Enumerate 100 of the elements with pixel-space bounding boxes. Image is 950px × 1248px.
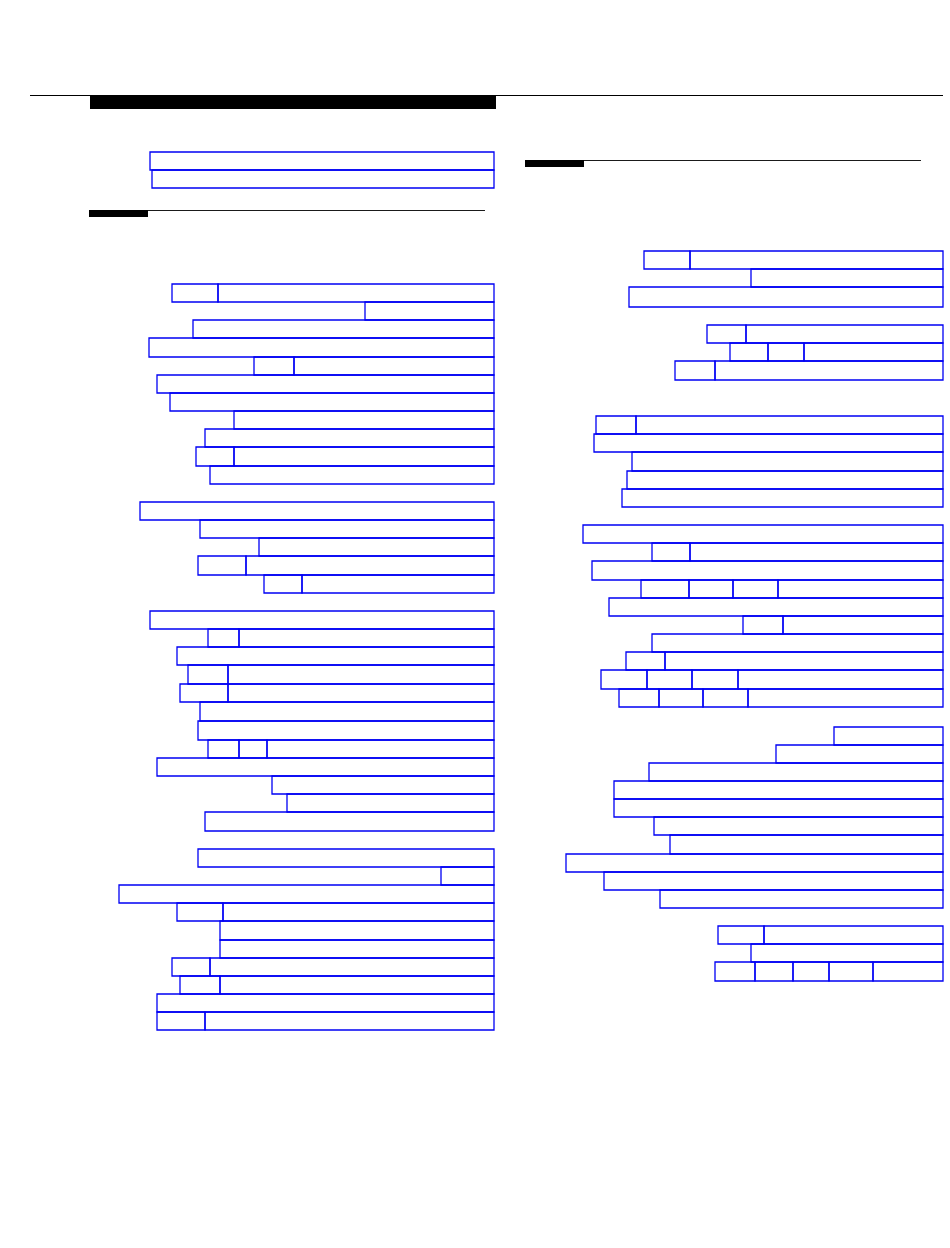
- empty-box: [565, 853, 944, 873]
- empty-box: [646, 669, 693, 690]
- empty-box: [669, 834, 944, 855]
- empty-box: [625, 651, 666, 671]
- empty-box: [222, 902, 495, 922]
- empty-box: [777, 579, 944, 599]
- empty-box: [593, 433, 944, 453]
- empty-box: [653, 816, 944, 836]
- empty-box: [148, 337, 495, 358]
- empty-box: [364, 301, 495, 321]
- empty-box: [621, 488, 944, 508]
- empty-box: [233, 446, 495, 467]
- empty-box: [209, 465, 495, 485]
- empty-box: [192, 319, 495, 339]
- empty-box: [207, 628, 240, 648]
- empty-box: [754, 961, 794, 982]
- empty-box: [219, 975, 495, 995]
- empty-box: [151, 169, 495, 189]
- empty-box: [691, 669, 739, 690]
- empty-box: [717, 925, 765, 945]
- empty-box: [651, 542, 691, 562]
- empty-box: [209, 957, 495, 977]
- empty-box: [582, 524, 944, 544]
- empty-box: [613, 780, 944, 800]
- empty-box: [613, 798, 944, 818]
- empty-box: [674, 360, 716, 381]
- empty-box: [440, 866, 495, 886]
- empty-box: [742, 615, 784, 635]
- empty-box: [631, 451, 944, 472]
- empty-box: [197, 848, 495, 868]
- empty-box: [659, 889, 944, 909]
- empty-box: [640, 579, 690, 599]
- empty-box: [286, 793, 495, 813]
- empty-box: [750, 943, 944, 963]
- empty-box: [171, 283, 219, 303]
- empty-box: [227, 683, 495, 703]
- empty-box: [664, 651, 944, 671]
- empty-box: [233, 410, 495, 430]
- empty-box: [156, 1011, 206, 1031]
- empty-box: [219, 920, 495, 941]
- empty-box: [204, 1011, 495, 1031]
- empty-box: [828, 961, 874, 982]
- empty-box: [750, 268, 944, 288]
- empty-box: [149, 151, 495, 171]
- empty-box: [149, 610, 495, 630]
- empty-box: [199, 701, 495, 722]
- empty-box: [258, 537, 495, 557]
- empty-box: [689, 250, 944, 270]
- empty-box: [591, 560, 944, 581]
- empty-box: [775, 744, 944, 764]
- empty-box: [176, 646, 495, 666]
- empty-box: [833, 726, 944, 746]
- empty-box: [595, 415, 637, 435]
- empty-box: [714, 961, 756, 982]
- empty-box: [635, 415, 944, 435]
- empty-box: [792, 961, 830, 982]
- empty-box: [179, 975, 221, 995]
- empty-box: [187, 664, 229, 685]
- empty-box: [204, 428, 495, 448]
- empty-box: [729, 342, 769, 362]
- empty-box: [782, 615, 944, 635]
- empty-box: [732, 579, 779, 599]
- empty-box: [651, 633, 944, 653]
- empty-box: [139, 501, 495, 521]
- empty-box: [271, 775, 495, 795]
- empty-box: [747, 688, 944, 708]
- empty-box: [643, 250, 691, 270]
- empty-box: [197, 720, 495, 741]
- empty-box: [706, 324, 747, 344]
- empty-box: [176, 902, 224, 922]
- empty-box: [195, 446, 235, 467]
- empty-box: [227, 664, 495, 685]
- empty-box: [199, 519, 495, 539]
- empty-box: [714, 360, 944, 381]
- empty-box: [238, 739, 268, 759]
- empty-box: [628, 286, 944, 308]
- empty-box: [207, 739, 240, 759]
- empty-box: [156, 374, 495, 394]
- empty-box: [658, 688, 704, 708]
- empty-box: [689, 542, 944, 562]
- empty-box: [263, 574, 303, 594]
- empty-box: [219, 939, 495, 959]
- empty-box: [763, 925, 944, 945]
- empty-box: [245, 555, 495, 576]
- empty-box: [118, 884, 495, 904]
- empty-box: [600, 669, 648, 690]
- empty-box: [156, 993, 495, 1013]
- empty-box: [745, 324, 944, 344]
- empty-box: [688, 579, 734, 599]
- empty-box: [204, 811, 495, 832]
- empty-box: [253, 356, 295, 376]
- empty-box: [872, 961, 944, 982]
- empty-box: [197, 555, 247, 576]
- empty-box: [179, 683, 229, 703]
- empty-box: [702, 688, 749, 708]
- empty-box: [301, 574, 495, 594]
- empty-box: [767, 342, 805, 362]
- empty-box: [217, 283, 495, 303]
- empty-box: [737, 669, 944, 690]
- empty-box: [618, 688, 660, 708]
